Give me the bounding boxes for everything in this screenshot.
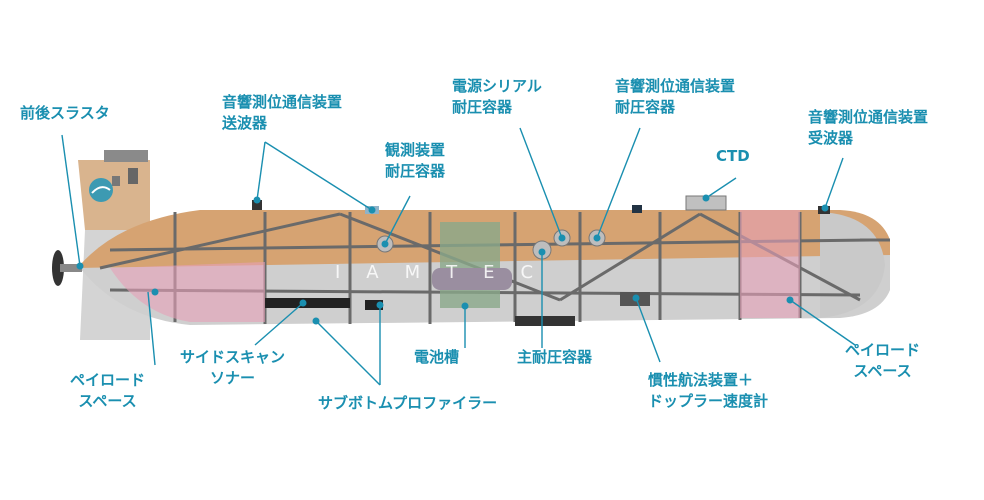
label-sub-bottom-profiler: サブボトムプロファイラー: [318, 394, 498, 412]
label-acoustic-pressure-vessel: 音響測位通信装置 耐圧容器: [615, 77, 736, 116]
label-inertial-navigation: 慣性航法装置＋ ドップラー速度計: [648, 371, 769, 410]
label-power-serial-pressure-vessel: 電源シリアル 耐圧容器: [452, 77, 542, 116]
hull-marking: IAMTEC: [335, 262, 560, 283]
label-front-rear-thruster: 前後スラスタ: [20, 104, 110, 122]
label-battery-tank: 電池槽: [414, 348, 460, 366]
label-payload-space-right: ペイロード スペース: [845, 341, 921, 380]
battery-tank: [432, 222, 512, 308]
pressure-vessels: [376, 229, 650, 326]
label-main-pressure-vessel: 主耐圧容器: [517, 348, 593, 366]
payload-zone-left: [110, 262, 265, 322]
label-payload-space-left: ペイロード スペース: [70, 371, 146, 410]
rear-thruster: [52, 250, 82, 286]
leader-lines: [61, 127, 856, 386]
label-sidescan-sonar: サイドスキャン ソナー: [180, 348, 286, 387]
tail-logo: [89, 178, 113, 202]
sidescan-sonar: [265, 298, 383, 310]
label-acoustic-receiver: 音響測位通信装置 受波器: [808, 108, 929, 147]
label-acoustic-transmitter: 音響測位通信装置 送波器: [222, 93, 343, 132]
label-observation-pressure-vessel: 観測装置 耐圧容器: [385, 141, 446, 180]
label-ctd: CTD: [716, 147, 750, 165]
leader-dots: [76, 194, 829, 325]
